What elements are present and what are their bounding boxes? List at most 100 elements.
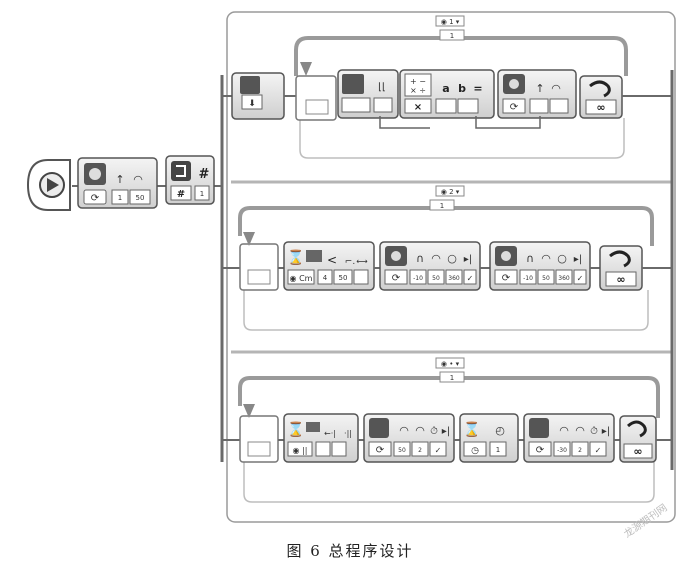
wait-ultrasonic-block-t2[interactable]: ⌛ < ⌐. ⟷ ◉ Cm 4 50 [283, 241, 375, 291]
rotate-icon: ⟳ [91, 193, 100, 204]
threshold-icon: ·|| [344, 429, 352, 438]
timer-icon: ⏱ [590, 426, 598, 437]
loop-end-t1[interactable]: ∞ [579, 75, 623, 119]
hourglass-icon: ⌛ [287, 421, 304, 438]
timer-value[interactable]: 1 [496, 446, 500, 454]
variable-compare-block-t1[interactable]: ⌊⌊ [337, 69, 399, 119]
hourglass-icon: ⌛ [463, 421, 480, 438]
loop-t1-label: 1 [450, 32, 454, 40]
tank-t3a-param-1[interactable]: 50 [398, 447, 406, 454]
svg-text:◉ • ▾: ◉ • ▾ [441, 360, 460, 368]
infinity-icon: ∞ [633, 445, 642, 458]
thread-2-header: ◉ 2 ▾ [435, 185, 465, 197]
motor-param-2[interactable]: 50 [136, 194, 145, 202]
rotations-icon: ○ [447, 252, 457, 265]
hourglass-icon: ⌛ [287, 249, 304, 266]
loop-icon [589, 80, 611, 98]
motor-block-t1[interactable]: ↑ ◠ ⟳ [497, 69, 577, 119]
motor-t2a-param-1[interactable]: -10 [413, 275, 423, 282]
rotate-icon: ⟳ [376, 445, 385, 456]
svg-text:× ÷: × ÷ [410, 86, 426, 95]
play-icon [47, 178, 59, 192]
tank-motor-block-t3a[interactable]: ◠ ◠ ⏱ ▸| ⟳ 50 2 ✓ [363, 413, 455, 463]
data-wire [379, 116, 430, 129]
rotations-icon: ○ [557, 252, 567, 265]
loop-end-t3[interactable]: ∞ [619, 415, 657, 463]
ultrasonic-param-1[interactable]: 4 [323, 274, 328, 282]
arrow-up-icon: ↑ [115, 173, 124, 186]
rotate-icon: ⟳ [502, 273, 511, 284]
math-equals: = [473, 82, 482, 95]
variable-symbol: # [199, 167, 210, 182]
motor-param-1[interactable]: 1 [118, 194, 122, 202]
motor-block-t2a[interactable]: ∩ ◠ ○ ▸| ⟳ -10 50 360 ✓ [379, 241, 481, 291]
sensor-icon [306, 250, 322, 262]
math-block-t1[interactable]: + − × ÷ a b = × [399, 69, 495, 119]
infinity-icon: ∞ [596, 101, 605, 114]
check-icon: ✓ [435, 446, 442, 455]
distance-icon: ⟷ [356, 257, 368, 266]
compare-symbol: < [327, 253, 337, 267]
speed-icon: ◠ [541, 252, 551, 265]
wait-timer-block-t3[interactable]: ⌛ ◴ ◷ 1 [459, 413, 519, 463]
loop-t1[interactable]: 1 [294, 29, 628, 159]
tank-t3b-param-1[interactable]: -30 [557, 447, 567, 454]
threshold-icon: ⌐. [345, 257, 355, 267]
speed-icon: ◠ [551, 82, 561, 95]
loop-t2[interactable]: 1 [238, 199, 654, 331]
rotate-icon: ⟳ [536, 445, 545, 456]
ultrasonic-mode-icon: ◉ Cm [290, 274, 313, 283]
figure-caption: 图 6 总程序设计 [286, 542, 414, 560]
math-b: b [458, 82, 466, 95]
speed-icon: ◠ [399, 424, 409, 437]
motor-t2b-param-1[interactable]: -10 [523, 275, 533, 282]
brake-icon: ▸| [464, 254, 472, 265]
loop-t3-label: 1 [450, 374, 454, 382]
loop-end-t2[interactable]: ∞ [599, 245, 643, 291]
thread-1: ◉ 1 ▾ ⬇ 1 ⌊⌊ [231, 15, 662, 159]
check-icon: ✓ [577, 274, 584, 283]
check-icon: ✓ [595, 446, 602, 455]
variable-block[interactable]: # # 1 [165, 155, 215, 205]
thread-3: ◉ • ▾ 1 ⌛ ←·| ·|| ◉ || [238, 357, 672, 503]
brake-icon: ▸| [602, 426, 610, 437]
brake-icon: ▸| [574, 254, 582, 265]
motor-t2b-param-2[interactable]: 50 [542, 275, 550, 282]
speed-icon: ◠ [559, 424, 569, 437]
start-block[interactable] [26, 159, 71, 211]
motor-t2b-param-3[interactable]: 360 [558, 275, 570, 282]
sequence-wire [72, 70, 674, 470]
infinity-icon: ∞ [616, 273, 625, 286]
brake-icon: ▸| [442, 426, 450, 437]
thread-2: ◉ 2 ▾ 1 ⌛ < ⌐. ⟷ ◉ Cm 4 50 [238, 185, 672, 331]
large-motor-block-main[interactable]: ⟳ ↑ ◠ 1 50 [77, 157, 158, 209]
wait-sensor-block-t3[interactable]: ⌛ ←·| ·|| ◉ || [283, 413, 359, 463]
arrow-up-icon: ↑ [535, 82, 544, 95]
speed-icon: ◠ [415, 424, 425, 437]
timer-icon: ⏱ [430, 426, 438, 437]
speed-icon: ◠ [133, 173, 143, 186]
tank-t3a-param-2[interactable]: 2 [418, 447, 422, 454]
multiply-icon: × [414, 102, 422, 113]
motor-block-t2b[interactable]: ∩ ◠ ○ ▸| ⟳ -10 50 360 ✓ [489, 241, 591, 291]
ir-mode-icon: ◉ || [293, 446, 308, 455]
thread-3-header: ◉ • ▾ [435, 357, 465, 369]
variable-type-icon: # [177, 189, 185, 200]
svg-text:◉ 1 ▾: ◉ 1 ▾ [441, 18, 460, 26]
check-icon: ✓ [467, 274, 474, 283]
variable-read-block-t1[interactable]: ⬇ [231, 72, 285, 120]
tank-t3b-param-2[interactable]: 2 [578, 447, 582, 454]
loop-t3[interactable]: 1 [238, 371, 660, 503]
loop-icon [627, 420, 647, 438]
steering-icon: ∩ [526, 252, 534, 265]
motor-t2a-param-2[interactable]: 50 [432, 275, 440, 282]
motor-t2a-param-3[interactable]: 360 [448, 275, 460, 282]
data-wire [475, 116, 541, 129]
variable-value[interactable]: 1 [200, 190, 204, 198]
ultrasonic-param-2[interactable]: 50 [339, 274, 348, 282]
math-operators-icon: + − [410, 77, 426, 86]
clock-icon: ◴ [495, 424, 505, 437]
speed-icon: ◠ [431, 252, 441, 265]
tank-motor-block-t3b[interactable]: ◠ ◠ ⏱ ▸| ⟳ -30 2 ✓ [523, 413, 615, 463]
